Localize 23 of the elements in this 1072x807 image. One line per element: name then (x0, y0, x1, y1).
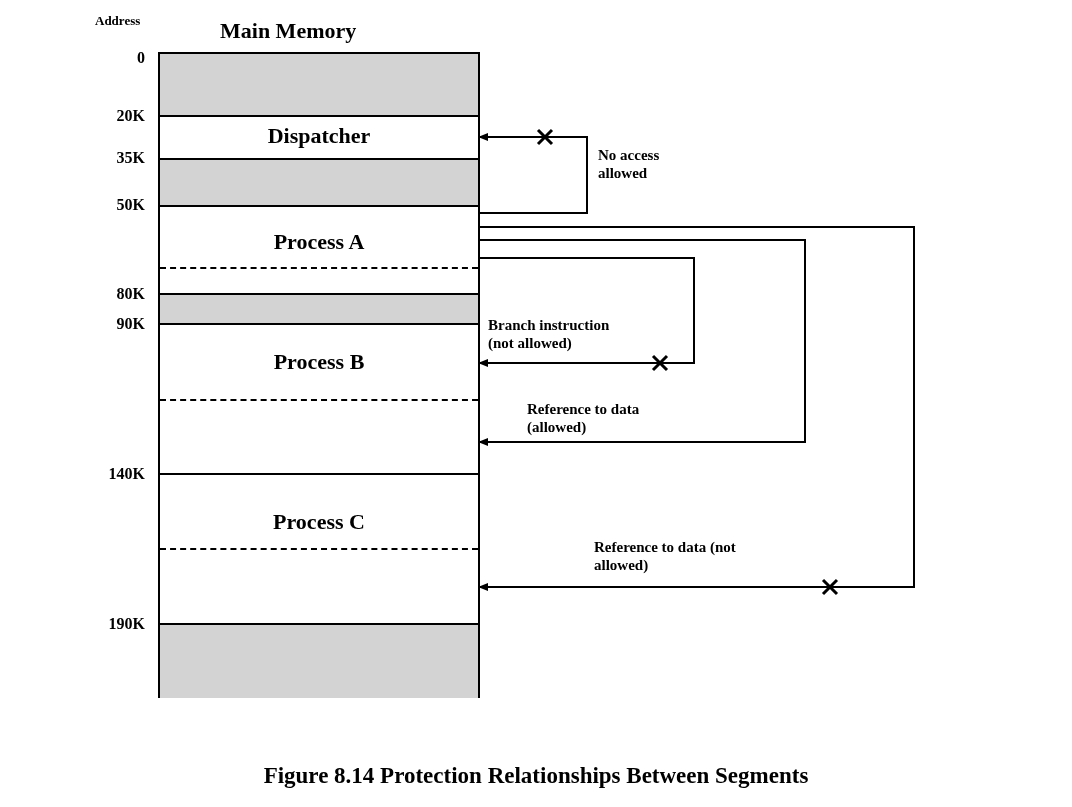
address-label: 0 (136, 49, 145, 67)
reserved-segment (160, 623, 478, 698)
address-label: 90K (115, 315, 145, 333)
arrow (477, 226, 915, 591)
address-label: 50K (115, 196, 145, 214)
segment-label: Dispatcher (266, 123, 372, 149)
reserved-segment (160, 54, 478, 115)
address-label: 35K (115, 149, 145, 167)
address-label: 20K (115, 107, 145, 125)
arrow (477, 239, 806, 446)
segment-label: Process C (272, 509, 366, 535)
address-label: 80K (115, 285, 145, 303)
address-label: 190K (107, 615, 145, 633)
segment-label: Process B (272, 349, 366, 375)
arrow (477, 257, 695, 367)
memory-heading: Main Memory (220, 18, 357, 44)
reserved-segment (160, 158, 478, 205)
address-label: 140K (107, 465, 145, 483)
segment-label: Process A (272, 229, 366, 255)
figure-caption: Figure 8.14 Protection Relationships Between Segments (262, 763, 810, 789)
arrow (477, 133, 588, 214)
reserved-segment (160, 293, 478, 323)
axis-heading: Address (95, 13, 142, 29)
